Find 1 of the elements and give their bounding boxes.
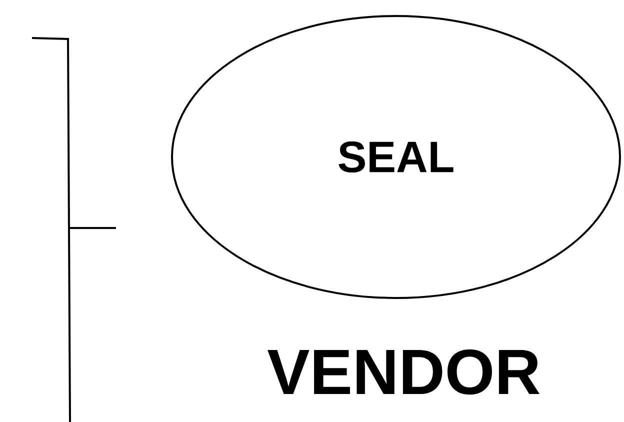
caption-text: VENDOR [268,349,540,395]
